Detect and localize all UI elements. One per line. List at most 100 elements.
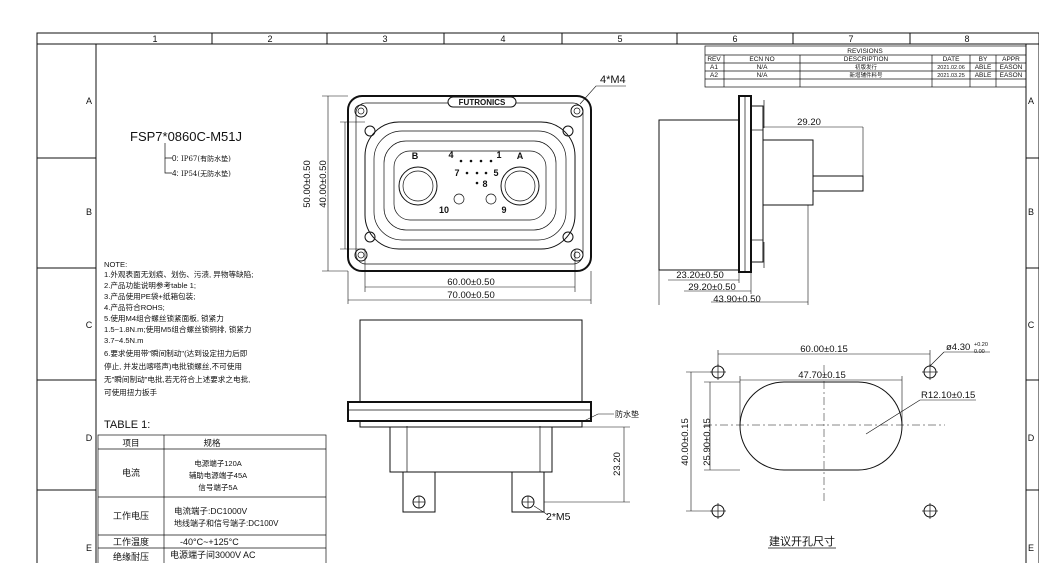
contact-label-4: 4: [448, 150, 453, 160]
cutout-hole-tol-minus: 0.00: [974, 349, 985, 355]
grid-row-d-right: D: [1028, 433, 1035, 443]
rev-header-date: DATE: [943, 56, 961, 63]
front-corner-holes: [354, 104, 584, 262]
bottom-gasket-label: 防水垫: [615, 409, 639, 419]
table1-row2-item: 工作电压: [113, 510, 149, 521]
contact-label-8: 8: [482, 179, 487, 189]
grid-col-5: 5: [617, 34, 622, 44]
rev-row1-rev: A1: [710, 64, 718, 71]
grid-col-1: 1: [152, 34, 157, 44]
rev-row2-by: ABLE: [975, 72, 992, 79]
table1-title: TABLE 1:: [104, 419, 150, 431]
bottom-screw-label: 2*M5: [546, 511, 571, 523]
grid-row-b-left: B: [86, 207, 92, 217]
table1-row1-spec-2: 辅助电源端子45A: [189, 470, 247, 480]
contact-label-9: 9: [501, 205, 506, 215]
table1-row1-item: 电流: [122, 467, 140, 478]
contact-label-b: B: [412, 151, 419, 161]
front-view: FUTRONICS B A 4 1 7 5 8 10 9 4*M4: [302, 74, 626, 304]
front-screw-label: 4*M4: [600, 74, 626, 86]
rev-row1-ecn: N/A: [757, 64, 769, 71]
front-logo: FUTRONICS: [459, 98, 506, 107]
grid-col-2: 2: [267, 34, 272, 44]
contact-label-10: 10: [439, 205, 449, 215]
rev-row2-rev: A2: [710, 72, 718, 79]
front-outer-height: 50.00±0.50: [302, 160, 313, 207]
table1-header-item: 项目: [122, 438, 139, 448]
table1-row2-spec-1: 电流端子:DC1000V: [174, 506, 248, 516]
side-dim-29-20: 29.20±0.50: [688, 282, 735, 293]
table1-row1-spec-1: 电源端子120A: [194, 458, 242, 468]
bottom-view: 防水垫 2*M5 23.20: [347, 319, 639, 523]
table1-row1-spec-3: 信号端子5A: [198, 482, 237, 492]
notes: NOTE: 1.外观表面无划痕、划伤、污渍, 异物等缺陷; 2.产品功能说明参考…: [104, 260, 253, 397]
contact-label-7: 7: [454, 168, 459, 178]
rev-row1-appr: EASON: [1000, 64, 1023, 71]
front-contact-labels: B A 4 1 7 5 8 10 9: [412, 150, 524, 215]
cutout-width: 60.00±0.15: [800, 344, 847, 355]
grid-row-d-left: D: [86, 433, 93, 443]
notes-title: NOTE:: [104, 260, 127, 269]
cutout-hole-tol-plus: +0.20: [974, 342, 988, 348]
cutout-caption: 建议开孔尺寸: [769, 534, 835, 548]
front-signal-pins: [459, 159, 493, 185]
note-line-7: 3.7~4.5N.m: [104, 336, 143, 345]
note-line-4: 4.产品符合ROHS;: [104, 302, 165, 312]
part-number-callout: FSP7*0860C-M51J 0: IP67(有防水垫) 4: IP54(无防…: [130, 129, 242, 178]
grid-col-4: 4: [500, 34, 505, 44]
note-line-6: 1.5~1.8N.m;使用M5组合螺丝锁铜排, 锁紧力: [104, 324, 251, 334]
front-outer-width: 70.00±0.50: [447, 290, 494, 301]
grid-row-a-left: A: [86, 96, 92, 106]
note-line-9: 停止, 并发出喀嗒声)电批锁螺丝,不可使用: [104, 361, 242, 371]
rev-header-appr: APPR: [1002, 56, 1020, 63]
grid-row-c-right: C: [1028, 320, 1035, 330]
rev-row1-date: 2021.02.06: [937, 65, 965, 71]
note-line-8: 6.要求使用带"瞬间制动"(达到设定扭力后即: [104, 348, 247, 358]
option-0-desc: IP67(有防水垫): [181, 154, 231, 163]
option-4-code: 4:: [172, 169, 179, 178]
grid-row-a-right: A: [1028, 96, 1034, 106]
rev-row2-appr: EASON: [1000, 72, 1023, 79]
rev-row2-desc: 新增辅件料号: [849, 71, 883, 79]
table1-row2-spec-2: 地线端子和信号端子:DC100V: [174, 518, 279, 528]
grid-col-3: 3: [382, 34, 387, 44]
rev-row2-date: 2021.03.25: [937, 73, 965, 79]
contact-label-5: 5: [493, 168, 498, 178]
table1-row3-item: 工作温度: [113, 536, 149, 547]
revisions-title: REVISIONS: [847, 48, 883, 55]
note-line-11: 可使用扭力扳手: [104, 387, 158, 397]
front-inner-width: 60.00±0.50: [447, 277, 494, 288]
grid-row-c-left: C: [86, 320, 93, 330]
grid-row-e-right: E: [1028, 543, 1034, 553]
rev-header-desc: DESCRIPTION: [844, 56, 889, 63]
option-0-code: 0:: [172, 154, 179, 163]
note-line-3: 3.产品使用PE袋+纸箱包装;: [104, 291, 195, 301]
table1-row3-spec-1: -40°C~+125°C: [180, 537, 239, 547]
sheet-frame: [36, 32, 1039, 563]
front-inner-height: 40.00±0.50: [318, 160, 329, 207]
cutout-slot-width: 47.70±0.15: [798, 370, 845, 381]
grid-col-8: 8: [964, 34, 969, 44]
grid-col-6: 6: [732, 34, 737, 44]
rev-row2-ecn: N/A: [757, 72, 769, 79]
cutout-height: 40.00±0.15: [680, 418, 691, 465]
side-view: 29.20 23.20±0.50 29.20±0.50 43.90±0.50: [658, 95, 864, 305]
part-number: FSP7*0860C-M51J: [130, 129, 242, 144]
bottom-height-dim: 23.20: [612, 452, 623, 476]
note-line-1: 1.外观表面无划痕、划伤、污渍, 异物等缺陷;: [104, 269, 253, 279]
cutout-view: 60.00±0.15 ø4.30 +0.20 0.00 47.70±0.15 R…: [680, 342, 990, 549]
table-1: TABLE 1: 项目 规格 电流 电源端子120A 辅助电源端子45A 信号端…: [97, 419, 327, 563]
side-dim-43-90: 43.90±0.50: [713, 294, 760, 305]
option-4-desc: IP54(无防水垫): [181, 169, 231, 178]
note-line-10: 无"瞬间制动"电批,若无符合上述要求之电批,: [104, 374, 250, 384]
rev-header-rev: REV: [707, 56, 721, 63]
grid-column-labels: 1 2 3 4 5 6 7 8: [152, 34, 969, 44]
side-dim-23-20: 23.20±0.50: [676, 270, 723, 281]
cutout-slot-height: 25.90±0.15: [702, 418, 713, 465]
table1-row4-spec-1: 电源端子间3000V AC: [170, 549, 256, 560]
rev-header-ecn: ECN NO: [749, 56, 774, 63]
table1-row4-item: 绝缘耐压: [113, 551, 149, 562]
contact-label-1: 1: [496, 150, 501, 160]
grid-row-e-left: E: [86, 543, 92, 553]
